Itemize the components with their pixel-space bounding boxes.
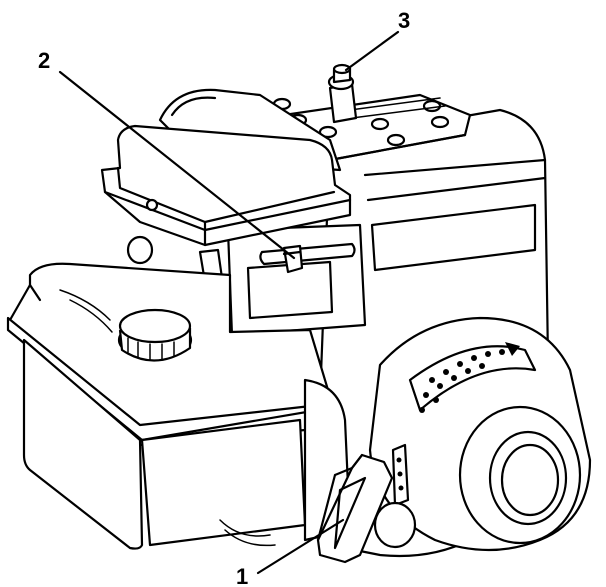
fuel-cap — [117, 308, 193, 362]
spark-plug — [327, 63, 358, 124]
callout-1: 1 — [236, 564, 248, 587]
leader-line-3 — [344, 30, 400, 72]
starter-handle — [316, 453, 417, 564]
recoil-starter — [368, 316, 592, 552]
head-bolts — [272, 97, 450, 147]
callouts: 1 2 3 — [38, 8, 410, 587]
callout-2: 2 — [38, 48, 50, 73]
throttle-lever — [282, 244, 304, 274]
air-vents — [408, 342, 537, 413]
leader-lines — [58, 30, 400, 575]
callout-3: 3 — [398, 8, 410, 33]
leader-line-1 — [256, 518, 345, 575]
leader-line-2 — [58, 70, 296, 260]
